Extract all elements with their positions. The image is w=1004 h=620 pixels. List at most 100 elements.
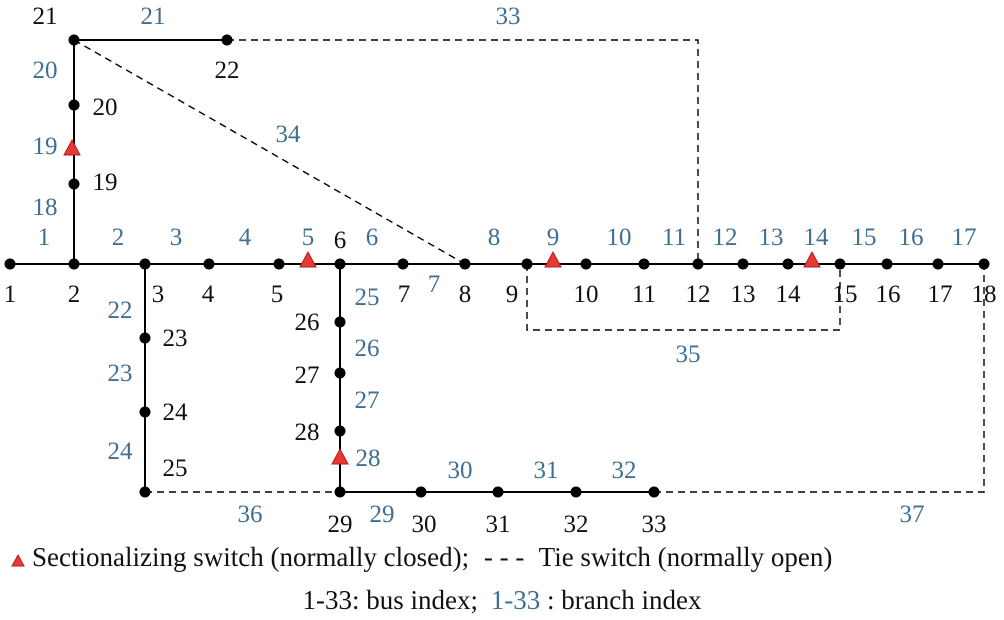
bus-label-19: 19 — [93, 169, 118, 196]
bus-label-12: 12 — [686, 281, 711, 308]
bus-label-25: 25 — [163, 455, 188, 482]
branch-label-10: 10 — [607, 224, 632, 251]
bus-node-28 — [334, 425, 346, 437]
branch-label-20: 20 — [33, 57, 58, 84]
branch-label-37: 37 — [900, 501, 925, 528]
bus-label-10: 10 — [574, 281, 599, 308]
bus-label-1: 1 — [4, 281, 17, 308]
bus-node-33 — [648, 486, 660, 498]
bus-node-22 — [221, 34, 233, 46]
branch-label-21: 21 — [141, 3, 166, 30]
bus-node-5 — [273, 258, 285, 270]
branch-label-12: 12 — [713, 224, 738, 251]
bus-node-13 — [737, 258, 749, 270]
legend-switch-text: Sectionalizing switch (normally closed); — [32, 542, 469, 572]
bus-label-24: 24 — [163, 399, 189, 426]
bus-node-18 — [978, 258, 990, 270]
branch-label-33: 33 — [496, 3, 521, 30]
branch-label-34: 34 — [276, 121, 302, 148]
bus-node-3 — [139, 258, 151, 270]
branch-label-31: 31 — [534, 457, 559, 484]
branch-label-19: 19 — [33, 133, 58, 160]
bus-label-20: 20 — [93, 94, 118, 121]
bus-node-23 — [139, 332, 151, 344]
bus-node-31 — [492, 486, 504, 498]
bus-node-20 — [68, 99, 80, 111]
bus-node-17 — [932, 258, 944, 270]
branch-label-30: 30 — [448, 457, 473, 484]
bus-node-8 — [459, 258, 471, 270]
branch-label-22: 22 — [108, 297, 133, 324]
bus-label-33: 33 — [642, 511, 667, 538]
bus-node-15 — [834, 258, 846, 270]
bus-node-16 — [881, 258, 893, 270]
bus-node-26 — [334, 316, 346, 328]
branch-label-14: 14 — [804, 224, 830, 251]
svg-text:Sectionalizing switch (normall: Sectionalizing switch (normally closed);… — [32, 542, 832, 572]
bus-label-5: 5 — [271, 281, 284, 308]
bus-label-30: 30 — [412, 511, 437, 538]
bus-label-3: 3 — [152, 281, 165, 308]
branch-label-17: 17 — [952, 224, 977, 251]
bus-node-27 — [334, 367, 346, 379]
sectionalizing-switches — [63, 138, 821, 465]
branch-label-15: 15 — [852, 224, 877, 251]
bus-nodes — [4, 34, 990, 498]
sectionalizing-switch-28 — [331, 447, 349, 465]
bus-label-14: 14 — [776, 281, 802, 308]
bus-node-24 — [139, 406, 151, 418]
bus-label-29: 29 — [328, 511, 353, 538]
bus-label-6: 6 — [334, 227, 347, 254]
branch-label-23: 23 — [108, 360, 133, 387]
legend: Sectionalizing switch (normally closed);… — [11, 542, 832, 615]
branch-label-27: 27 — [355, 387, 380, 414]
branch-label-26: 26 — [355, 335, 380, 362]
bus-label-32: 32 — [564, 511, 589, 538]
tie-switch-37 — [654, 264, 985, 493]
branch-label-29: 29 — [370, 501, 395, 528]
bus-label-13: 13 — [731, 281, 756, 308]
bus-label-8: 8 — [459, 281, 472, 308]
branch-label-13: 13 — [759, 224, 784, 251]
sectionalizing-switch-9 — [544, 250, 562, 268]
bus-node-6 — [334, 258, 346, 270]
bus-label-21: 21 — [33, 3, 58, 30]
bus-label-17: 17 — [928, 281, 953, 308]
branch-label-6: 6 — [366, 224, 379, 251]
bus-label-4: 4 — [202, 281, 215, 308]
bus-node-4 — [203, 258, 215, 270]
tie-switch-34 — [73, 39, 466, 265]
branch-label-28: 28 — [356, 445, 381, 472]
bus-label-22: 22 — [215, 57, 240, 84]
bus-label-9: 9 — [506, 281, 519, 308]
bus-node-25 — [139, 486, 151, 498]
branch-label-36: 36 — [238, 501, 263, 528]
sectionalizing-switch-19 — [63, 138, 81, 156]
branch-label-9: 9 — [547, 224, 560, 251]
bus-label-18: 18 — [972, 281, 997, 308]
branch-label-24: 24 — [108, 438, 134, 465]
bus-node-12 — [692, 258, 704, 270]
bus-label-2: 2 — [68, 281, 81, 308]
bus-node-30 — [415, 486, 427, 498]
bus-node-1 — [4, 258, 16, 270]
bus-node-11 — [638, 258, 650, 270]
bus-label-11: 11 — [632, 281, 656, 308]
svg-text:1-33: bus index; 1-33: 1-33: bus index; 1-33 : branch index — [303, 585, 702, 615]
sectionalizing-switch-5 — [299, 250, 317, 268]
branch-label-4: 4 — [239, 224, 252, 251]
bus-node-14 — [782, 258, 794, 270]
bus-node-32 — [570, 486, 582, 498]
bus-node-7 — [397, 258, 409, 270]
tie-switch-33 — [227, 39, 699, 264]
branch-label-2: 2 — [112, 224, 125, 251]
bus-label-7: 7 — [398, 281, 411, 308]
bus-node-19 — [68, 178, 80, 190]
bus-label-31: 31 — [486, 511, 511, 538]
branch-label-7: 7 — [428, 271, 441, 298]
branch-label-5: 5 — [302, 224, 315, 251]
branch-label-18: 18 — [33, 194, 58, 221]
